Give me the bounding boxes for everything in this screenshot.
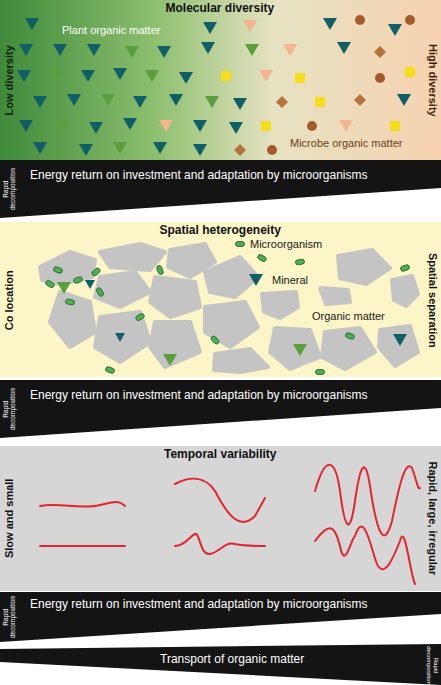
wedge-band: Rapid decomposition Energy return on inve… — [0, 592, 441, 642]
wedge-fill — [0, 380, 441, 438]
wedge-band: Rapid decomposition Energy return on inve… — [0, 380, 441, 438]
wedge-text: Transport of organic matter — [160, 653, 304, 667]
wedge-text: Energy return on investment and adaptati… — [30, 169, 368, 183]
plant-molecules-light — [49, 44, 259, 154]
wedge-text: Energy return on investment and adaptati… — [30, 389, 368, 403]
panel-band: Molecular diversityLow diversity High div… — [0, 0, 441, 160]
panel-title: Molecular diversity — [166, 2, 275, 16]
mineral-particles — [40, 244, 418, 372]
wedge-band: Rapid decomposition Energy return on inve… — [0, 160, 441, 218]
wedge-fill — [0, 160, 441, 218]
variability-curves — [40, 465, 420, 584]
part-label: Organic matter — [312, 310, 385, 323]
wedge-label: Rapid decomposition — [2, 385, 16, 433]
wedge-label: Rapid decomposition — [425, 645, 438, 685]
microorganisms — [45, 242, 410, 375]
wedge-band: Transport of organic matter Rapid decompo… — [0, 644, 441, 685]
variability-illustration — [0, 446, 441, 591]
microbe-molecules-square — [221, 67, 415, 131]
organic-matter — [57, 282, 307, 366]
axis-label: Slow and small — [3, 478, 16, 557]
wedge-label: Rapid decomposition — [2, 594, 16, 640]
axis-label: Spatial separation — [426, 252, 439, 347]
wedge-fill — [0, 592, 441, 642]
panel-title: Temporal variability — [164, 448, 276, 462]
group-label: Plant organic matter — [62, 24, 160, 37]
axis-label: Co location — [3, 270, 16, 330]
axis-label: High diversity — [426, 43, 439, 116]
panel-band: Temporal variabilitySlow and small Rapid,… — [0, 446, 441, 591]
part-label: Microorganism — [250, 238, 322, 251]
plant-molecules — [17, 18, 411, 156]
panel-band: Spatial heterogeneity Co location Spatial … — [0, 222, 441, 377]
axis-label: Rapid, large, irregular — [427, 461, 440, 575]
wedge-text: Energy return on investment and adaptati… — [30, 598, 368, 612]
panel-title: Spatial heterogeneity — [160, 224, 281, 238]
organic-matter-dark — [85, 274, 407, 346]
peach-molecules — [159, 20, 353, 132]
wedge-fill — [0, 644, 441, 685]
part-label: Mineral — [272, 274, 308, 287]
group-label: Microbe organic matter — [290, 137, 403, 150]
soil-illustration — [0, 222, 441, 377]
wedge-label: Rapid decomposition — [2, 165, 16, 213]
microbe-molecules-circle — [267, 15, 415, 155]
axis-label: Low diversity — [3, 45, 16, 115]
